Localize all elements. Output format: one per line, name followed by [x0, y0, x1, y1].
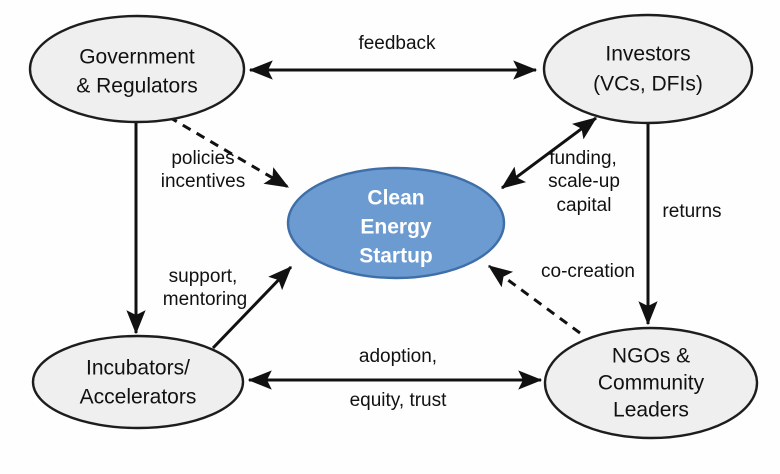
edge-support-mentoring-label-line1: support,: [169, 266, 238, 287]
edge-returns-label: returns: [662, 201, 721, 222]
node-investors-label-line2: (VCs, DFIs): [593, 73, 703, 96]
edge-funding-capital-label-line2: scale-up: [548, 171, 620, 192]
edge-feedback-label: feedback: [358, 33, 436, 54]
node-government-regulators-label-line2: & Regulators: [76, 75, 197, 98]
node-clean-energy-startup-shape[interactable]: [286, 166, 506, 280]
edge-support-mentoring-line: [211, 265, 293, 350]
edge-funding-capital-label-line1: funding,: [549, 148, 617, 169]
edge-policies-incentives-line: [168, 115, 290, 189]
node-investors-label-line1: Investors: [605, 43, 690, 66]
node-ngos-community-leaders-label-line3: Leaders: [613, 399, 689, 422]
node-ngos-community-leaders-label-line1: NGOs &: [612, 345, 690, 368]
edge-funding-capital-label-line3: capital: [557, 195, 612, 216]
edge-feedback: feedback: [248, 33, 538, 80]
edge-support-mentoring: support, mentoring: [163, 265, 293, 350]
edge-policies-incentives: policies incentives: [161, 115, 290, 192]
edge-support-mentoring-label-line2: mentoring: [163, 289, 248, 310]
node-investors[interactable]: Investors (VCs, DFIs): [542, 13, 754, 125]
node-ngos-community-leaders-shape[interactable]: [543, 326, 759, 440]
node-incubators-accelerators-label-line2: Accelerators: [80, 386, 197, 409]
edge-funding-capital: funding, scale-up capital: [501, 116, 620, 216]
edge-co-creation: co-creation: [488, 261, 635, 335]
node-government-regulators-label-line1: Government: [79, 46, 195, 69]
node-ngos-community-leaders[interactable]: NGOs & Community Leaders: [543, 326, 759, 440]
node-incubators-accelerators-label-line1: Incubators/: [86, 357, 190, 380]
edge-returns: returns: [638, 123, 722, 326]
node-government-regulators[interactable]: Government & Regulators: [28, 14, 246, 124]
edge-adoption-equity-trust: adoption, equity, trust: [247, 346, 543, 411]
edge-funding-capital-line: [501, 116, 597, 190]
edge-policies-incentives-label-line2: incentives: [161, 171, 246, 192]
node-government-regulators-shape[interactable]: [28, 14, 246, 124]
edge-policies-incentives-label-line1: policies: [171, 148, 234, 169]
node-investors-shape[interactable]: [542, 13, 754, 125]
edge-adoption-equity-trust-label-line2: equity, trust: [350, 390, 448, 411]
edge-adoption-equity-trust-label-line1: adoption,: [359, 346, 437, 367]
node-incubators-accelerators-shape[interactable]: [31, 334, 245, 430]
edge-co-creation-line: [488, 264, 581, 335]
edge-co-creation-label: co-creation: [541, 261, 635, 282]
node-clean-energy-startup[interactable]: Clean Energy Startup: [286, 166, 506, 280]
node-clean-energy-startup-label-line2: Energy: [360, 216, 432, 239]
node-incubators-accelerators[interactable]: Incubators/ Accelerators: [31, 334, 245, 430]
node-ngos-community-leaders-label-line2: Community: [598, 372, 705, 395]
node-clean-energy-startup-label-line1: Clean: [367, 187, 424, 210]
node-clean-energy-startup-label-line3: Startup: [359, 245, 433, 268]
